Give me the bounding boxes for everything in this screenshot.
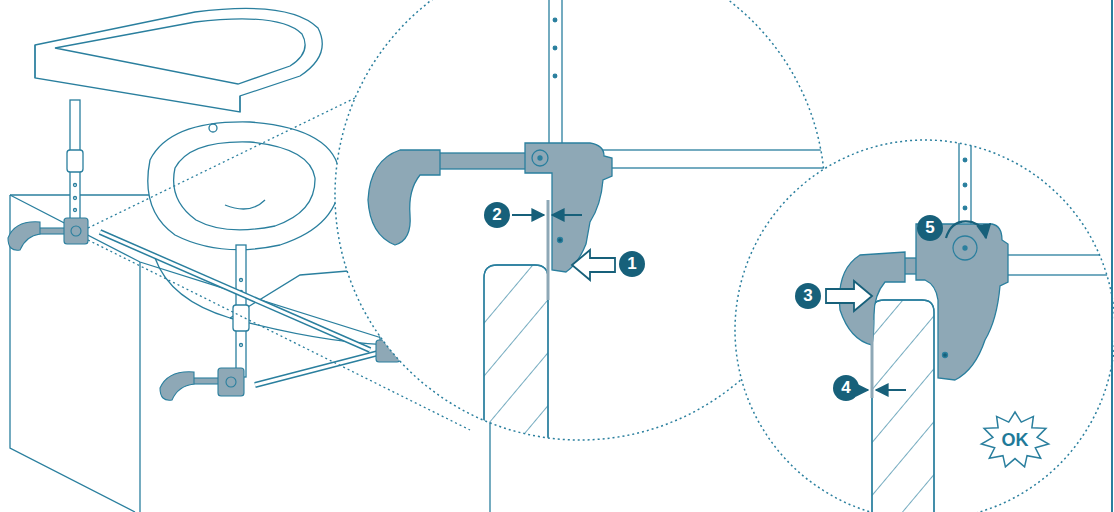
small-clamps-part bbox=[218, 368, 244, 396]
callout-number: 3 bbox=[795, 283, 821, 309]
zoom-detail-clamp-open-part-part bbox=[549, 0, 562, 145]
ok-badge: OK bbox=[979, 410, 1051, 470]
bath-seat-part bbox=[209, 124, 217, 132]
zoom-detail-clamp-closed-part-part bbox=[872, 300, 934, 512]
seat-legs-part bbox=[74, 209, 77, 212]
small-clamps-part bbox=[8, 222, 40, 250]
starburst-shape bbox=[981, 412, 1048, 467]
small-clamps-part bbox=[226, 377, 236, 387]
seat-legs-part bbox=[100, 232, 370, 350]
zoom-detail-clamp-closed-part-part bbox=[963, 158, 967, 162]
zoom-detail-clamp-open-part bbox=[572, 250, 615, 280]
bath-seat-part bbox=[148, 122, 340, 250]
zoom-detail-clamp-closed-part-part bbox=[872, 300, 934, 512]
changing-table-part bbox=[239, 96, 240, 112]
seat-legs-part bbox=[233, 305, 249, 331]
bathtub-part bbox=[139, 262, 140, 512]
seat-legs-part bbox=[74, 184, 77, 187]
small-clamps-part bbox=[64, 218, 88, 244]
zoom-detail-clamp-open-part-part bbox=[553, 74, 557, 78]
zoom-detail-clamp-open-part-part bbox=[532, 150, 548, 166]
seat-legs-part bbox=[67, 150, 83, 172]
zoom-detail-clamp-closed-part bbox=[839, 120, 1114, 512]
zoom-detail-clamp-open-part-part bbox=[484, 265, 548, 512]
zoom-detail-clamp-open-part bbox=[547, 200, 550, 300]
zoom-detail-clamp-closed-part-part bbox=[963, 206, 967, 210]
zoom-detail-clamp-open-part-part bbox=[525, 143, 612, 272]
zoom-detail-clamp-open-part bbox=[552, 214, 582, 216]
badge-text: OK bbox=[1002, 430, 1029, 451]
seat-legs-part bbox=[255, 350, 390, 385]
small-clamps-part bbox=[71, 226, 81, 236]
small-clamps-part bbox=[192, 378, 220, 384]
callout-number: 5 bbox=[917, 215, 943, 241]
seat-legs-part bbox=[100, 232, 370, 350]
bath-seat-part bbox=[174, 142, 315, 230]
bath-seat-part bbox=[225, 200, 265, 209]
callout-number: 1 bbox=[619, 251, 645, 277]
changing-table bbox=[35, 8, 322, 112]
zoom-detail-clamp-open-part-part bbox=[600, 150, 840, 168]
zoom-detail-clamp-closed-part bbox=[871, 320, 874, 398]
zoom-detail-clamp-closed-part-part bbox=[963, 246, 967, 250]
page-border bbox=[1111, 0, 1113, 512]
zoom-detail-clamp-open-part bbox=[512, 214, 544, 216]
zoom-detail-clamp-closed-part bbox=[826, 281, 872, 311]
zoom-detail-clamp-open-part-part bbox=[538, 156, 542, 160]
zoom-detail-clamp-open-part-part bbox=[484, 265, 548, 512]
zoom-detail-clamp-closed-part-part bbox=[1000, 255, 1114, 275]
zoom-detail-clamp-open-part-part bbox=[558, 238, 563, 243]
zoom-detail-clamp-closed-part-part bbox=[953, 236, 977, 260]
seat-legs-part bbox=[255, 350, 390, 385]
zoom-detail-clamp-closed-part bbox=[946, 221, 986, 238]
small-clamps-part bbox=[38, 228, 66, 234]
zoom-detail-clamp-open-part-part bbox=[553, 18, 557, 22]
callout-number: 2 bbox=[484, 202, 510, 228]
changing-table-part bbox=[35, 8, 322, 112]
zoom-detail-clamp-open-part-part bbox=[436, 153, 528, 169]
bathtub-part bbox=[10, 195, 135, 512]
zoom-detail-clamp-open-part-part bbox=[368, 150, 440, 245]
bath-seat bbox=[148, 122, 340, 250]
zoom-detail-clamp-closed-part-part bbox=[916, 224, 1008, 380]
seat-legs-part bbox=[240, 344, 243, 347]
zoom-detail-clamp-closed-part-part bbox=[943, 353, 948, 358]
seat-legs-part bbox=[240, 279, 243, 282]
zoom-detail-clamp-closed bbox=[735, 120, 1114, 512]
small-clamps-part bbox=[160, 372, 194, 400]
zoom-detail-clamp-closed-part bbox=[876, 389, 906, 391]
changing-table-part bbox=[55, 19, 305, 84]
zoom-detail-clamp-open-part-part bbox=[553, 46, 557, 50]
zoom-detail-clamp-closed-part-part bbox=[959, 120, 971, 228]
zoom-detail-clamp-closed-part-part bbox=[963, 183, 967, 187]
seat-legs-part bbox=[74, 197, 77, 200]
zoom-detail-clamp-closed-part bbox=[735, 140, 1114, 512]
changing-table-part bbox=[34, 45, 35, 78]
callout-number: 4 bbox=[833, 375, 859, 401]
